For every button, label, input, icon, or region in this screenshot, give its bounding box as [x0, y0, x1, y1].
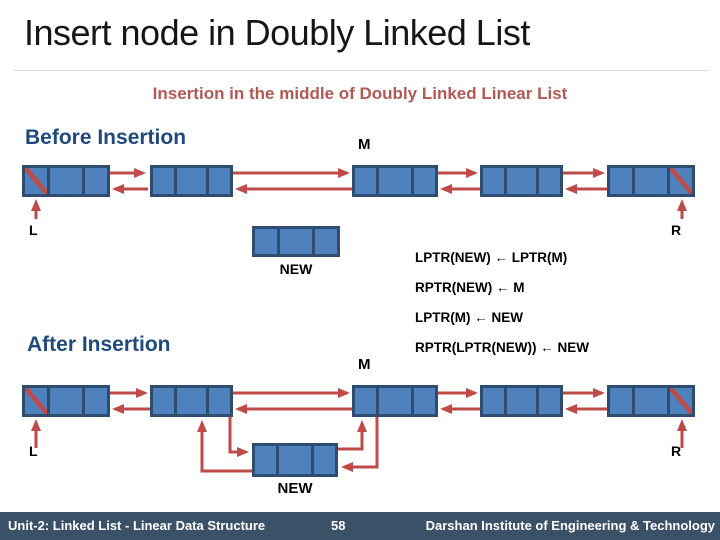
after-node-first [22, 385, 110, 417]
node-cell [209, 388, 230, 414]
node-cell [503, 388, 540, 414]
node-cell [315, 229, 337, 254]
title-divider [14, 70, 708, 71]
node-cell [632, 388, 670, 414]
lptr-new-to-prev-arrow [197, 420, 252, 473]
after-node-new [252, 443, 338, 477]
node-cell [276, 446, 314, 474]
slide-subtitle: Insertion in the middle of Doubly Linked… [152, 84, 568, 103]
operation-line: LPTR(NEW) ← LPTR(M) [415, 250, 568, 265]
footer-institute-label: Darshan Institute of Engineering & Techn… [425, 518, 715, 533]
before-label-l: L [29, 222, 38, 238]
after-label-r: R [671, 443, 682, 459]
node-cell [255, 229, 277, 254]
node-cell [483, 388, 504, 414]
node-cell [539, 168, 560, 194]
node-cell [47, 168, 85, 194]
after-label-m: M [358, 356, 371, 373]
node-cell [355, 168, 376, 194]
node-cell [85, 388, 107, 414]
node-cell [277, 229, 315, 254]
after-insertion-heading: After Insertion [27, 333, 171, 356]
after-label-l: L [29, 443, 38, 459]
before-label-m: M [358, 136, 371, 153]
footer-page-number: 58 [331, 518, 346, 533]
node-cell [414, 388, 435, 414]
after-node-m [352, 385, 438, 417]
operation-line: RPTR(LPTR(NEW)) ← NEW [415, 340, 589, 355]
before-node-new [252, 226, 340, 257]
before-insertion-heading: Before Insertion [25, 126, 187, 149]
after-node-4 [480, 385, 563, 417]
page-title: Insert node in Doubly Linked List [24, 12, 530, 53]
operation-line: LPTR(M) ← NEW [415, 310, 523, 325]
node-cell [153, 388, 174, 414]
before-label-new: NEW [279, 261, 313, 277]
node-cell [414, 168, 435, 194]
node-cell [47, 388, 85, 414]
node-cell [632, 168, 670, 194]
before-node-first [22, 165, 110, 197]
node-cell [503, 168, 540, 194]
node-cell [153, 168, 174, 194]
null-pointer-slash [25, 388, 48, 414]
node-cell [483, 168, 504, 194]
rptr-new-to-m-arrow [338, 420, 367, 451]
node-cell [376, 388, 414, 414]
before-node-m [352, 165, 438, 197]
node-cell [539, 388, 560, 414]
node-cell [376, 168, 414, 194]
node-cell [85, 168, 107, 194]
pointer-operations: LPTR(NEW) ← LPTR(M) RPTR(NEW) ← M LPTR(M… [415, 243, 589, 363]
node-cell [355, 388, 376, 414]
rptr-prev-to-new-arrow [228, 417, 249, 457]
node-cell [610, 168, 632, 194]
before-node-2 [150, 165, 233, 197]
before-node-last [607, 165, 695, 197]
after-node-last [607, 385, 695, 417]
after-label-new: NEW [277, 480, 313, 497]
lptr-m-to-new-arrow [341, 417, 379, 472]
node-cell [610, 388, 632, 414]
footer-unit-label: Unit-2: Linked List - Linear Data Struct… [8, 518, 266, 533]
null-pointer-slash [25, 168, 48, 194]
null-pointer-slash [669, 388, 693, 414]
node-cell [314, 446, 335, 474]
node-cell [209, 168, 230, 194]
footer-bar: Unit-2: Linked List - Linear Data Struct… [0, 512, 720, 540]
after-node-2 [150, 385, 233, 417]
before-label-r: R [671, 222, 682, 238]
node-cell [255, 446, 276, 474]
before-node-4 [480, 165, 563, 197]
node-cell [173, 388, 210, 414]
null-pointer-slash [669, 168, 693, 194]
node-cell [173, 168, 210, 194]
operation-line: RPTR(NEW) ← M [415, 280, 525, 295]
